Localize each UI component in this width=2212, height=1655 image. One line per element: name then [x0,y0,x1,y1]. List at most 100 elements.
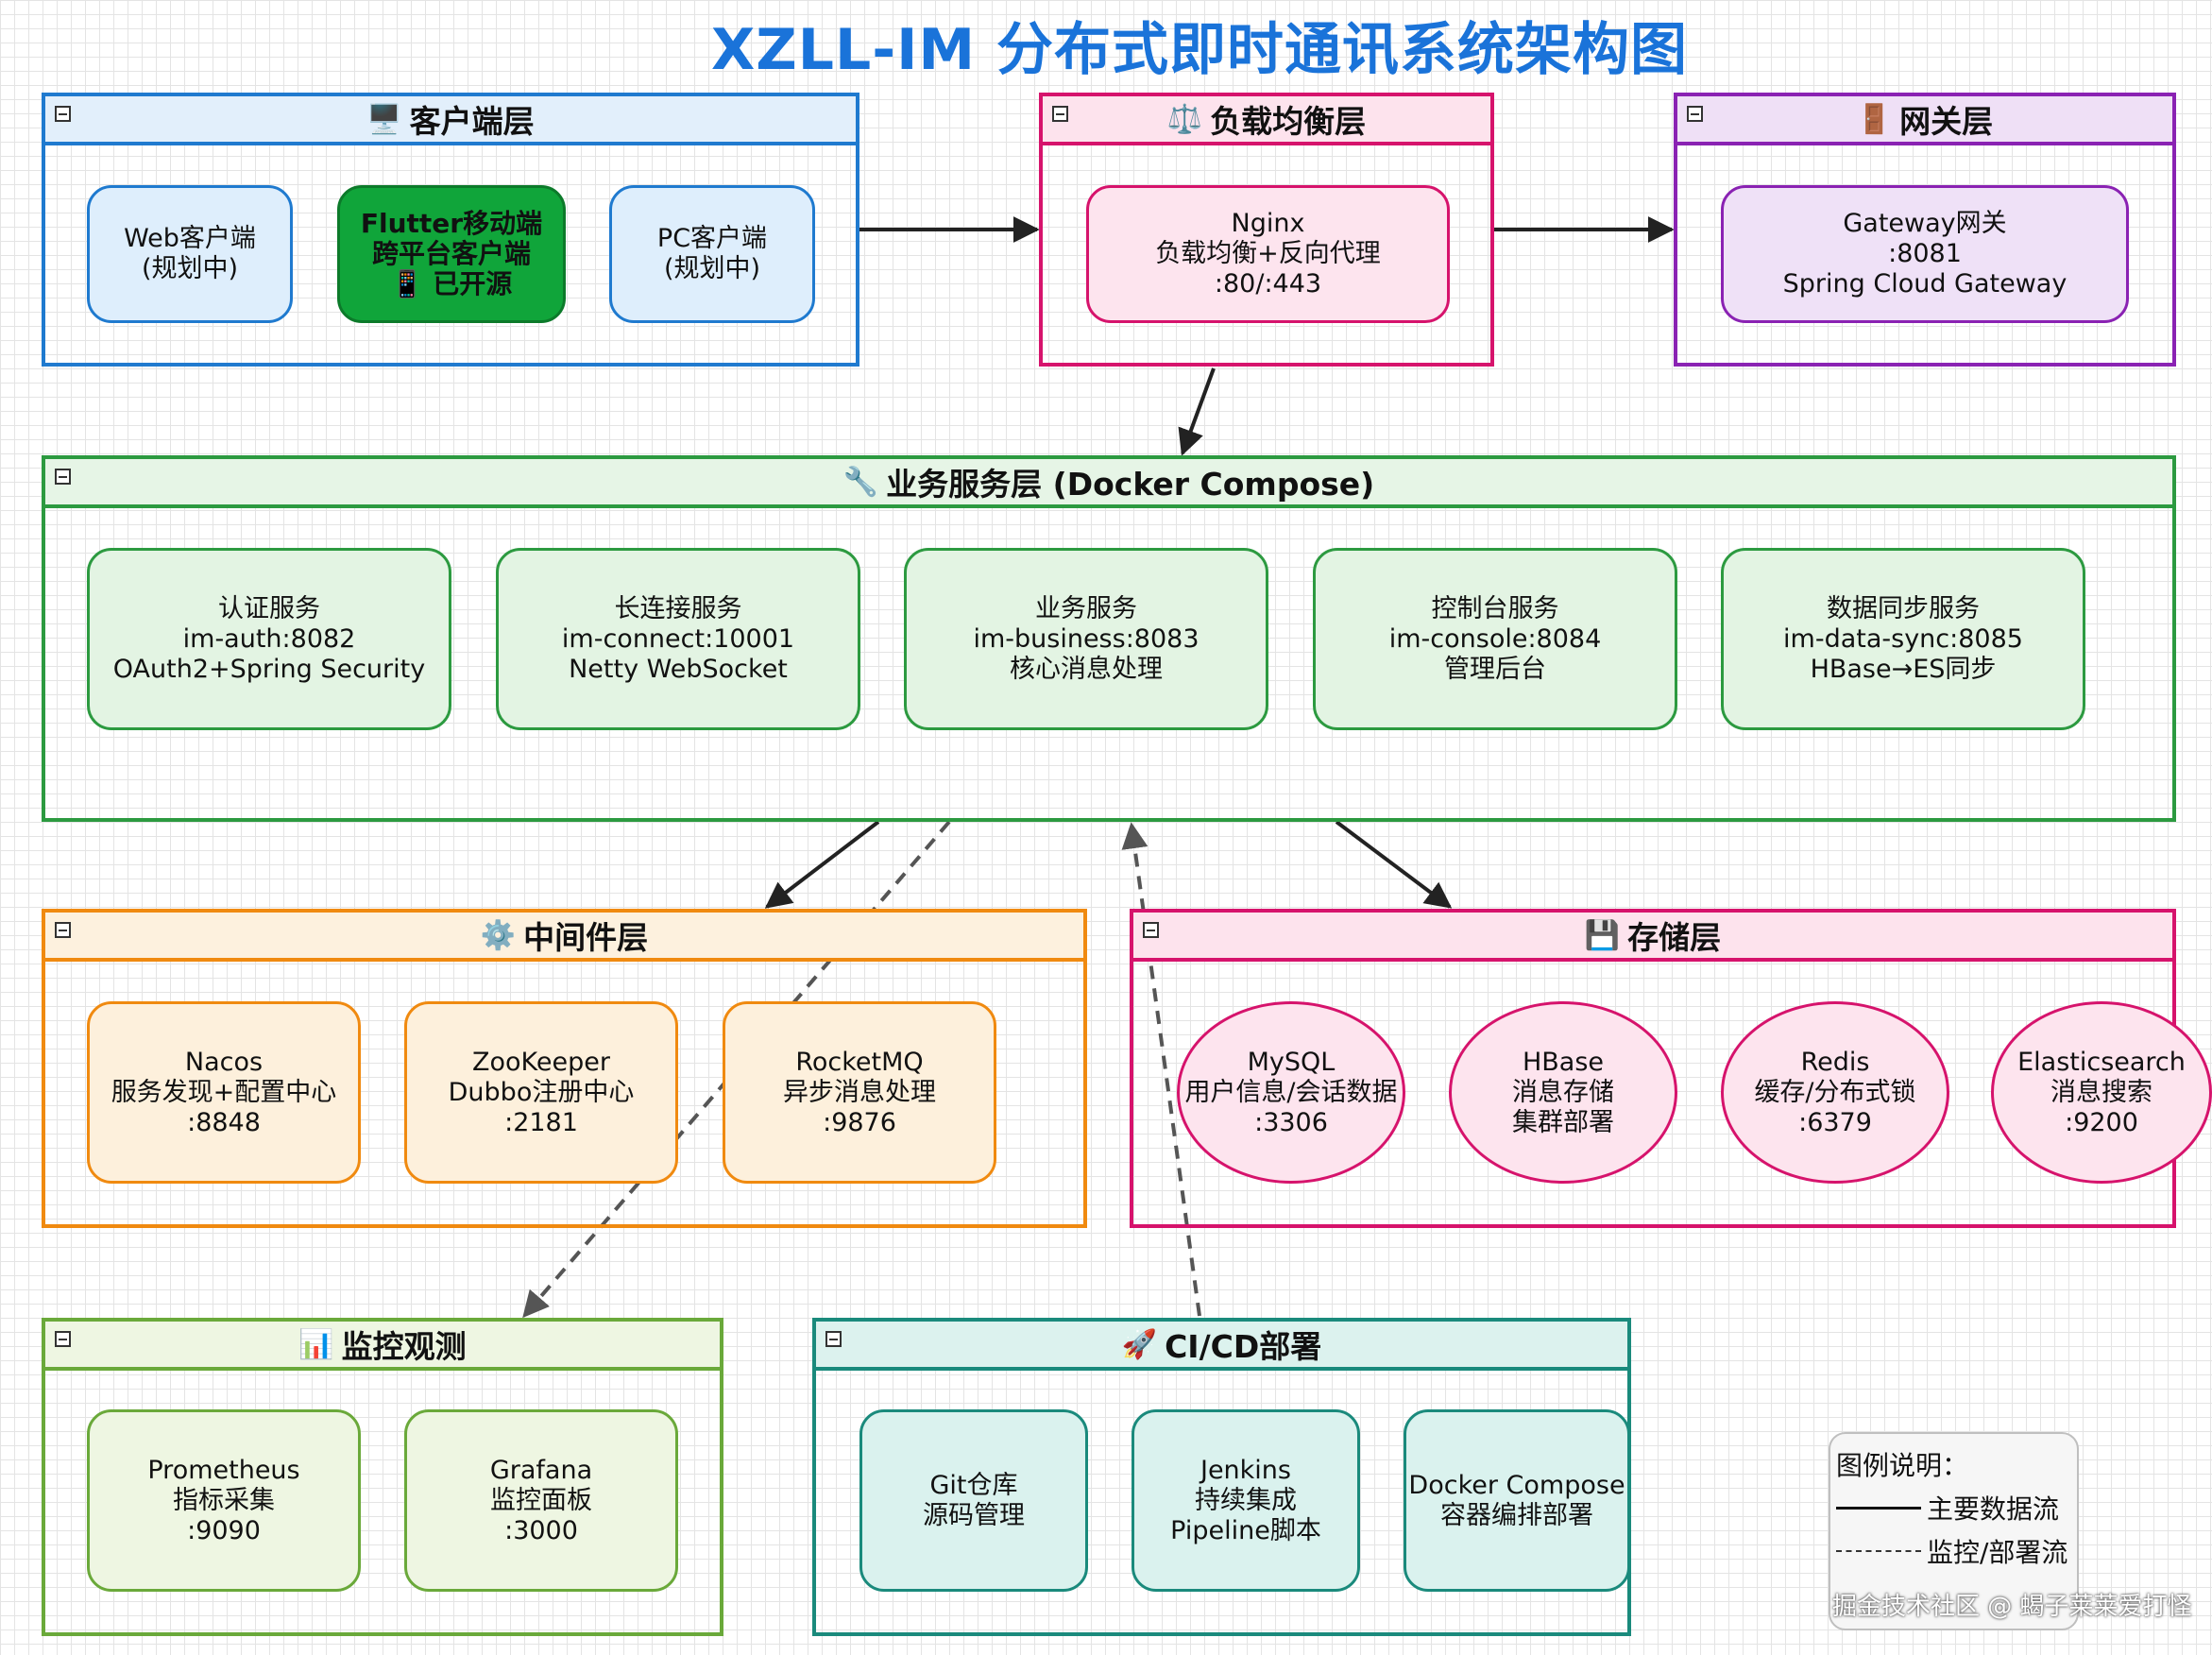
legend-row-solid: 主要数据流 [1836,1489,2071,1527]
node-hbase[interactable]: HBase 消息存储 集群部署 [1449,1001,1677,1184]
group-business: 🔧 业务服务层 (Docker Compose) [42,455,2176,822]
node-line: Spring Cloud Gateway [1782,269,2067,299]
node-line: Redis [1800,1047,1870,1077]
scale-icon: ⚖️ [1166,102,1203,136]
node-line: 业务服务 [1035,593,1137,623]
collapse-toggle[interactable] [55,469,71,485]
node-line: :2181 [504,1107,578,1137]
node-grafana[interactable]: Grafana 监控面板 :3000 [404,1409,678,1592]
node-line: Gateway网关 [1843,209,2007,238]
node-line: 消息搜索 [2050,1077,2152,1107]
node-line: 消息存储 [1512,1077,1614,1107]
node-elasticsearch[interactable]: Elasticsearch 消息搜索 :9200 [1991,1001,2212,1184]
node-line: Prometheus [147,1455,300,1485]
node-line: :9876 [823,1107,896,1137]
node-redis[interactable]: Redis 缓存/分布式锁 :6379 [1721,1001,1949,1184]
arrow-cicd-to-business-dashed [1121,822,1201,1317]
node-line: :3306 [1254,1107,1328,1137]
node-mysql[interactable]: MySQL 用户信息/会话数据 :3306 [1177,1001,1405,1184]
node-console[interactable]: 控制台服务 im-console:8084 管理后台 [1313,548,1677,730]
node-nginx[interactable]: Nginx 负载均衡+反向代理 :80/:443 [1086,185,1450,323]
node-line: :3000 [504,1515,578,1545]
legend-dashed-label: 监控/部署流 [1927,1537,2068,1568]
node-line: 认证服务 [218,593,320,623]
node-line: 数据同步服务 [1827,593,1980,623]
legend-row-dashed: 监控/部署流 [1836,1532,2071,1570]
node-gateway[interactable]: Gateway网关 :8081 Spring Cloud Gateway [1721,185,2129,323]
door-icon: 🚪 [1856,102,1893,136]
node-line: Dubbo注册中心 [448,1077,635,1107]
node-line: Docker Compose [1408,1470,1625,1500]
group-gateway-header: 🚪 网关层 [1677,96,2172,145]
node-line: im-business:8083 [973,623,1200,654]
node-line: 负载均衡+反向代理 [1155,239,1381,268]
node-line: 指标采集 [173,1485,275,1515]
node-prometheus[interactable]: Prometheus 指标采集 :9090 [87,1409,361,1592]
node-business[interactable]: 业务服务 im-business:8083 核心消息处理 [904,548,1268,730]
node-line: (规划中) [141,254,239,283]
node-rocketmq[interactable]: RocketMQ 异步消息处理 :9876 [723,1001,996,1184]
node-connect[interactable]: 长连接服务 im-connect:10001 Netty WebSocket [496,548,860,730]
group-load-balancer: ⚖️ 负载均衡层 [1039,93,1494,367]
node-line: Elasticsearch [2017,1047,2186,1077]
node-line: Grafana [489,1455,593,1485]
node-line: OAuth2+Spring Security [112,654,426,684]
arrow-lb-to-business [1178,367,1216,456]
node-line: :6379 [1798,1107,1872,1137]
collapse-toggle[interactable] [55,922,71,938]
node-line: :9090 [187,1515,261,1545]
gear-icon: ⚙️ [480,918,517,952]
node-line: (规划中) [663,254,761,283]
node-line: :80/:443 [1214,269,1322,299]
node-line: Git仓库 [929,1470,1018,1500]
group-cicd-label: CI/CD部署 [1165,1328,1322,1365]
node-line: 跨平台客户端 [371,238,531,269]
group-client-label: 客户端层 [409,103,535,140]
node-zookeeper[interactable]: ZooKeeper Dubbo注册中心 :2181 [404,1001,678,1184]
group-lb-label: 负载均衡层 [1210,103,1367,140]
group-lb-header: ⚖️ 负载均衡层 [1043,96,1490,145]
dashed-line-swatch [1836,1550,1921,1552]
group-storage: 💾 存储层 [1130,909,2176,1228]
node-docker-compose[interactable]: Docker Compose 容器编排部署 [1404,1409,1630,1592]
node-nacos[interactable]: Nacos 服务发现+配置中心 :8848 [87,1001,361,1184]
group-middleware-header: ⚙️ 中间件层 [45,913,1083,962]
node-line: im-auth:8082 [182,623,356,654]
legend-solid-label: 主要数据流 [1927,1493,2060,1525]
collapse-toggle[interactable] [55,106,71,122]
collapse-toggle[interactable] [1143,922,1159,938]
group-storage-header: 💾 存储层 [1133,913,2172,962]
node-line: 用户信息/会话数据 [1184,1077,1398,1107]
node-web-client[interactable]: Web客户端 (规划中) [87,185,293,323]
legend: 图例说明： 主要数据流 监控/部署流 [1829,1432,2079,1630]
node-auth[interactable]: 认证服务 im-auth:8082 OAuth2+Spring Security [87,548,451,730]
node-data-sync[interactable]: 数据同步服务 im-data-sync:8085 HBase→ES同步 [1721,548,2085,730]
group-middleware: ⚙️ 中间件层 [42,909,1087,1228]
node-line: 长连接服务 [614,593,742,623]
node-git[interactable]: Git仓库 源码管理 [859,1409,1088,1592]
node-line: :8848 [187,1107,261,1137]
node-jenkins[interactable]: Jenkins 持续集成 Pipeline脚本 [1132,1409,1360,1592]
floppy-disk-icon: 💾 [1584,918,1621,952]
node-line: im-connect:10001 [561,623,795,654]
collapse-toggle[interactable] [55,1331,71,1347]
group-business-header: 🔧 业务服务层 (Docker Compose) [45,459,2172,508]
collapse-toggle[interactable] [1052,106,1068,122]
node-line: 监控面板 [490,1485,592,1515]
node-pc-client[interactable]: PC客户端 (规划中) [609,185,815,323]
watermark: 掘金技术社区 @ 蝎子莱莱爱打怪 [1832,1593,2192,1621]
node-line: 集群部署 [1512,1107,1614,1137]
node-line: Web客户端 [124,224,256,253]
group-gateway: 🚪 网关层 [1674,93,2176,367]
solid-line-swatch [1836,1506,1921,1510]
node-line: RocketMQ [795,1047,924,1077]
group-monitoring-label: 监控观测 [341,1328,467,1365]
node-flutter-client[interactable]: Flutter移动端 跨平台客户端 📱 已开源 [337,185,566,323]
node-line: HBase→ES同步 [1810,654,1997,684]
node-line: 服务发现+配置中心 [111,1077,337,1107]
desktop-icon: 🖥️ [366,102,402,136]
collapse-toggle[interactable] [825,1331,842,1347]
collapse-toggle[interactable] [1687,106,1703,122]
node-line: 异步消息处理 [783,1077,936,1107]
group-cicd: 🚀 CI/CD部署 [812,1318,1631,1636]
